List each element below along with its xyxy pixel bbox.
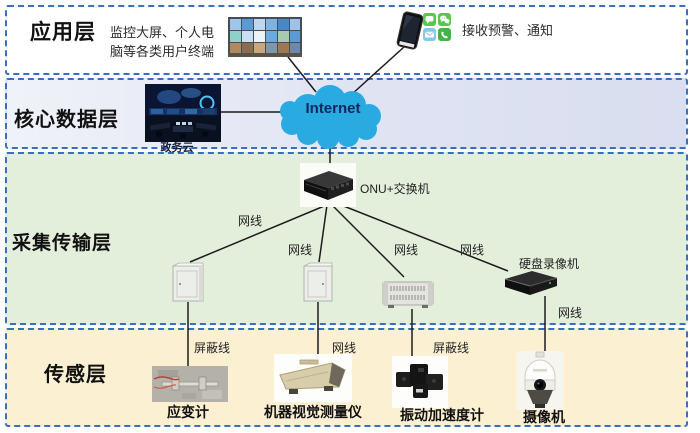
ptz-camera-caption: 摄像机 — [523, 409, 565, 425]
app-icons-group — [423, 13, 451, 41]
cable-label-ethernet-2: 网线 — [288, 243, 313, 257]
transport-layer-label: 采集传输层 — [12, 233, 113, 254]
alert-note: 接收预警、通知 — [462, 23, 554, 38]
cabinet-icon-1 — [170, 262, 206, 303]
cable-label-ethernet-5: 网线 — [332, 341, 357, 355]
internet-label: Internet — [305, 100, 361, 117]
core-layer-label: 核心数据层 — [14, 109, 119, 131]
cable-label-ethernet-6: 网线 — [558, 306, 583, 320]
mail-app-icon — [423, 28, 436, 41]
cable-line — [287, 56, 317, 93]
cabinet-icon-2 — [302, 262, 334, 303]
strain-gauge-photo — [152, 366, 228, 402]
cable-line — [331, 204, 405, 278]
cable-label-ethernet-1: 网线 — [238, 214, 263, 228]
application-layer-label: 应用层 — [30, 21, 96, 44]
cable-line — [335, 202, 509, 272]
nvr-label: 硬盘录像机 — [519, 257, 580, 271]
cable-line — [189, 203, 330, 263]
video-wall-icon — [228, 17, 302, 57]
vision-instrument-caption: 机器视觉测量仪 — [264, 404, 362, 420]
cable-label-ethernet-4: 网线 — [460, 243, 485, 257]
cable-label-ethernet-3: 网线 — [394, 243, 419, 257]
cable-label-shielded-2: 屏蔽线 — [433, 341, 470, 355]
phone-app-icon — [438, 28, 451, 41]
onu-switch-label: ONU+交换机 — [360, 182, 430, 196]
command-center-icon — [145, 84, 221, 142]
cable-line — [318, 204, 328, 263]
internet-cloud-icon — [274, 84, 386, 150]
accelerometer-photo — [392, 356, 448, 408]
onu-switch-icon — [300, 163, 356, 207]
message-app-icon — [423, 13, 436, 26]
vision-instrument-photo — [274, 354, 352, 402]
accelerometer-caption: 振动加速度计 — [400, 407, 484, 423]
application-layer-band — [5, 5, 688, 75]
cable-label-shielded-1: 屏蔽线 — [194, 341, 231, 355]
gov-cloud-caption: 政务云 — [160, 142, 194, 154]
smartphone-icon — [395, 10, 425, 51]
ptz-camera-photo — [517, 351, 563, 410]
wechat-app-icon — [438, 13, 451, 26]
strain-gauge-caption: 应变计 — [167, 404, 209, 420]
cable-line — [350, 46, 405, 96]
terminal-note: 监控大屏、个人电 脑等各类用户终端 — [110, 25, 215, 59]
server-icon — [382, 276, 434, 310]
dvr-icon — [502, 266, 560, 298]
sensor-layer-label: 传感层 — [44, 364, 107, 386]
